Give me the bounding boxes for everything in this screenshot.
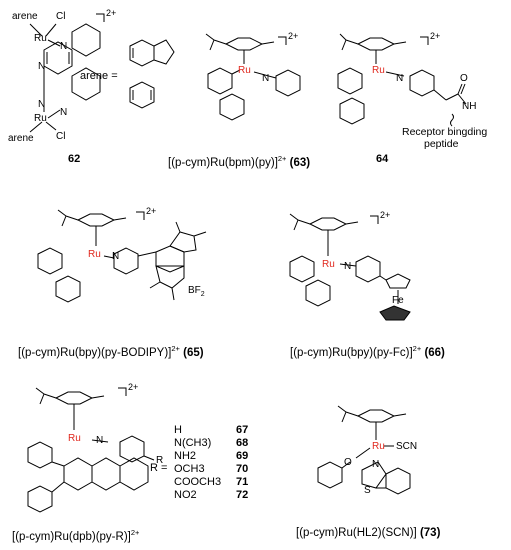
charge-64: 2+: [430, 31, 441, 41]
sub-label-2: 69: [236, 450, 249, 462]
atom-r-67: R: [156, 455, 164, 466]
compound-62-structure: [29, 13, 175, 133]
atom-ru-66: Ru: [322, 259, 335, 270]
atom-nh-64: NH: [462, 101, 477, 112]
caption-65: [(p-cym)Ru(bpy)(py-BODIPY)]2+ (65): [18, 344, 204, 359]
atom-n-64: N: [396, 73, 404, 84]
atom-ru-67: Ru: [68, 433, 81, 444]
caption-67-72: [(p-cym)Ru(dpb)(py-R)]2+: [12, 528, 140, 543]
sub-group-1: N(CH3): [174, 437, 212, 449]
sub-label-0: 67: [236, 424, 249, 436]
caption-66: [(p-cym)Ru(bpy)(py-Fc)]2+ (66): [290, 344, 445, 359]
atom-ru-64: Ru: [372, 65, 385, 76]
atom-n-66: N: [344, 261, 352, 272]
atom-n4: N: [60, 107, 68, 118]
atom-n1: N: [60, 41, 68, 52]
atom-arene-top: arene: [12, 11, 38, 22]
atom-ru-65: Ru: [88, 249, 101, 260]
charge-62-text: 2+: [106, 8, 117, 18]
atom-arene-bottom: arene: [8, 133, 34, 144]
sub-group-5: NO2: [174, 489, 197, 501]
sub-label-4: 71: [236, 476, 249, 488]
arene-equals: arene =: [80, 70, 118, 82]
charge-63: 2+: [288, 31, 299, 41]
compound-63-structure: [205, 33, 301, 121]
atom-scn-73: SCN: [396, 441, 418, 452]
sub-group-3: OCH3: [174, 463, 205, 475]
charge-65: 2+: [146, 206, 157, 216]
atom-n-67: N: [96, 435, 104, 446]
sub-label-5: 72: [236, 489, 249, 501]
sub-group-4: COOCH3: [174, 476, 222, 488]
label-62: 62: [68, 153, 81, 165]
atom-n3: N: [38, 99, 46, 110]
atom-fe-66: Fe: [392, 295, 404, 306]
sub-label-1: 68: [236, 437, 249, 449]
atom-cl-top: Cl: [56, 11, 66, 22]
atom-n-63: N: [262, 73, 270, 84]
peptide-line1: Receptor bingding: [402, 126, 488, 138]
atom-n-73: N: [372, 459, 380, 470]
atom-ru-63: Ru: [238, 65, 251, 76]
atom-ru-73: Ru: [372, 441, 385, 452]
peptide-line2: peptide: [424, 138, 459, 150]
atom-bf2-65: BF2: [188, 285, 205, 298]
atom-s-73: S: [364, 485, 371, 496]
atom-o-64: O: [460, 73, 468, 84]
sub-group-0: H: [174, 424, 182, 436]
compound-67-72-structure: [27, 387, 155, 513]
sub-label-3: 70: [236, 463, 249, 475]
compound-64-structure: [337, 33, 467, 127]
atom-n-65: N: [112, 251, 120, 262]
compound-65-structure: [37, 209, 207, 303]
compound-73-structure: [317, 405, 411, 495]
caption-73: [(p-cym)Ru(HL2)(SCN)] (73): [296, 527, 441, 539]
compound-66-structure: [289, 213, 411, 321]
atom-cl-bottom: Cl: [56, 131, 66, 142]
atom-ru-top: Ru: [34, 33, 47, 44]
charge-67: 2+: [128, 382, 139, 392]
atom-ru-bottom: Ru: [34, 113, 47, 124]
atom-o-73: O: [344, 457, 352, 468]
charge-66: 2+: [380, 210, 391, 220]
r-equals: R =: [150, 462, 168, 474]
label-64: 64: [376, 153, 389, 165]
caption-63: [(p-cym)Ru(bpm)(py)]2+ (63): [168, 154, 311, 169]
atom-n2: N: [38, 61, 46, 72]
sub-group-2: NH2: [174, 450, 197, 462]
